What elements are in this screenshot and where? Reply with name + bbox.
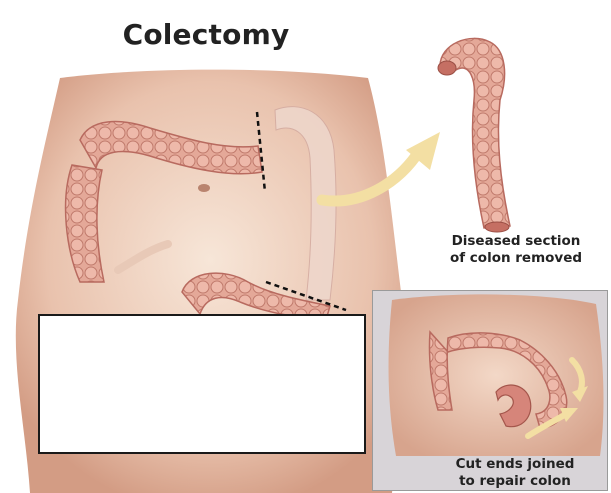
diagram-title: Colectomy: [88, 18, 324, 51]
navel: [198, 184, 210, 192]
blank-label-box: [38, 314, 366, 454]
caption-joined-line-2: to repair colon: [426, 473, 604, 490]
caption-removed-line-1: Diseased section: [424, 233, 608, 250]
caption-removed-line-2: of colon removed: [424, 250, 608, 267]
caption-joined-line-1: Cut ends joined: [426, 456, 604, 473]
caption-cut-ends-joined: Cut ends joined to repair colon: [426, 456, 604, 490]
caption-diseased-section: Diseased section of colon removed: [424, 233, 608, 267]
